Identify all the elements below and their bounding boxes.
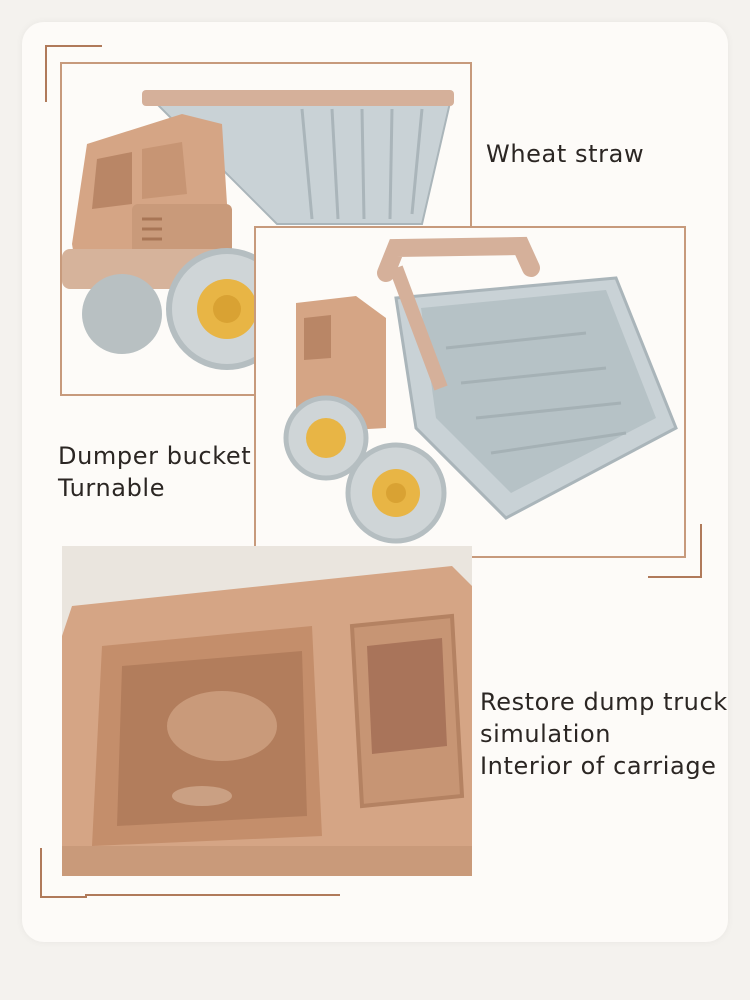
cab-interior-photo bbox=[62, 546, 472, 876]
caption-dumper-bucket: Dumper bucket Turnable bbox=[58, 440, 251, 504]
corner-bracket-bottom bbox=[40, 848, 87, 898]
corner-bracket-middle bbox=[648, 524, 702, 578]
bucket-tipped-photo bbox=[256, 228, 682, 554]
caption-line: Turnable bbox=[58, 474, 166, 502]
caption-line: simulation bbox=[480, 720, 612, 748]
caption-line: Restore dump truck bbox=[480, 688, 728, 716]
caption-wheat-straw: Wheat straw bbox=[486, 140, 645, 168]
corner-bracket-top bbox=[45, 45, 102, 102]
bottom-line bbox=[85, 894, 340, 896]
caption-interior: Restore dump truck simulation Interior o… bbox=[480, 686, 728, 782]
caption-line: Dumper bucket bbox=[58, 442, 252, 470]
caption-line: Interior of carriage bbox=[480, 752, 717, 780]
